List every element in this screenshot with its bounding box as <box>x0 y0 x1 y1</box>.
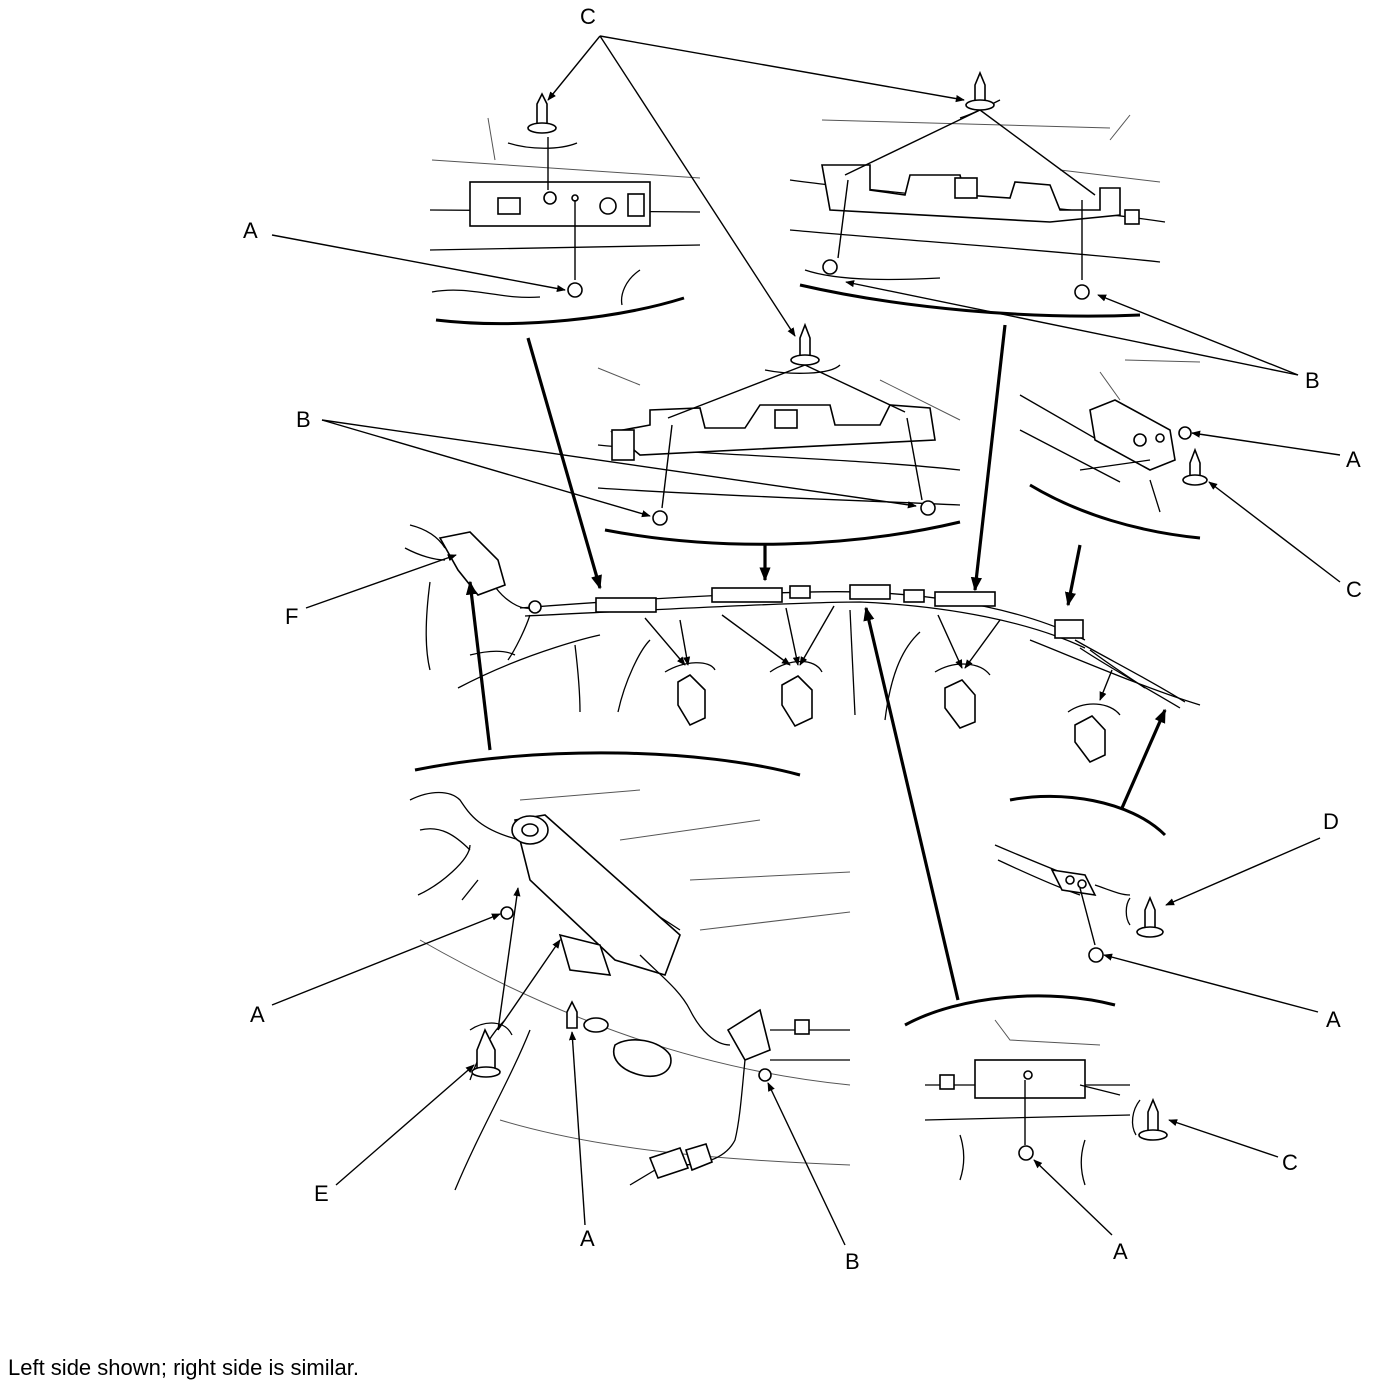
callout-c-top: C <box>580 4 596 29</box>
callout-a-bottom-right: A <box>1113 1239 1128 1264</box>
airbag-main-assembly <box>404 524 1201 763</box>
detail-center <box>597 322 961 546</box>
callout-b-bottom: B <box>845 1249 860 1274</box>
callout-a-lower-right: A <box>1326 1007 1341 1032</box>
callout-c-right-mid: C <box>1346 577 1362 602</box>
callout-a-right-mid: A <box>1346 447 1361 472</box>
callout-b-center: B <box>296 407 311 432</box>
callout-b-right-top: B <box>1305 368 1320 393</box>
callout-labels: C A B B A C F D A A C E A B A <box>243 4 1362 1274</box>
callout-leaders <box>271 35 1341 1246</box>
detail-right-mid <box>1019 359 1208 540</box>
callout-d-right: D <box>1323 809 1339 834</box>
callout-e-lower-left: E <box>314 1181 329 1206</box>
detail-arrows <box>465 324 1167 1001</box>
callout-a-lower-left: A <box>250 1002 265 1027</box>
detail-top-right <box>789 70 1166 318</box>
detail-right-lower-d <box>994 794 1167 963</box>
detail-bottom-right <box>904 994 1168 1186</box>
callout-a-bottom-center: A <box>580 1226 595 1251</box>
detail-lower-left-inflator <box>409 751 851 1191</box>
callout-a-top-left: A <box>243 218 258 243</box>
callout-f-left: F <box>285 604 298 629</box>
callout-c-lower-right: C <box>1282 1150 1298 1175</box>
diagram-caption: Left side shown; right side is similar. <box>8 1355 359 1380</box>
detail-top-left <box>429 92 701 326</box>
